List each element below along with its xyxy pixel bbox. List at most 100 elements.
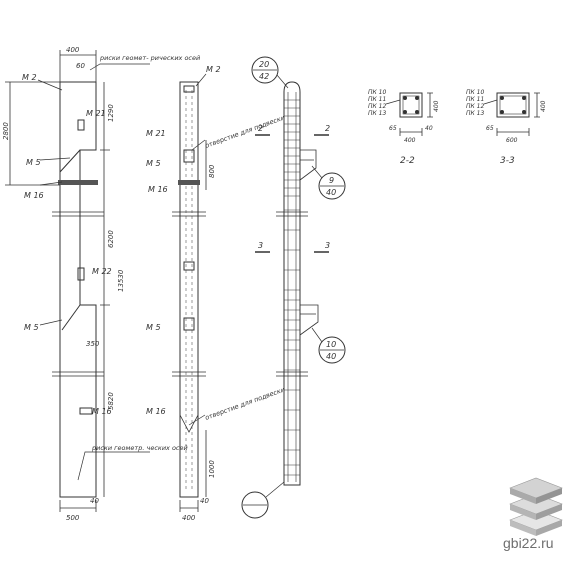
column1-dim-13530-text: 13530: [117, 269, 125, 292]
section-2-2-dim-w-text: 400: [404, 137, 416, 144]
section-2-2-title: 2-2: [400, 156, 415, 166]
cage-inner: [287, 92, 297, 482]
section-2-2: [385, 92, 433, 136]
column1-mark-m16b: M 16: [92, 407, 112, 416]
section-2-2-label-0: ПК 10: [368, 89, 386, 96]
column-side-view: [172, 73, 207, 512]
section-2-2-dim-side: 40: [425, 125, 433, 132]
column2-mark-m2: M 2: [206, 65, 221, 74]
node-top-num: 20: [259, 60, 269, 69]
column2-plate-m5a: [183, 149, 195, 163]
section-3-3-inner: [499, 95, 527, 115]
section-2-2-label-1: ПК 11: [368, 96, 386, 103]
section-3-3-label-1: ПК 11: [466, 96, 484, 103]
column1-plate-m21: [77, 119, 85, 131]
column1-outline: [59, 81, 97, 498]
section-2-left-label: 2: [258, 124, 263, 133]
section-3-3-title: 3-3: [500, 156, 515, 166]
column2-break-1: [172, 211, 206, 217]
column2-hole-lower: [179, 414, 199, 433]
column2-mark-m5a: M 5: [146, 159, 161, 168]
column1-mark-m5a: M 5: [26, 158, 41, 167]
section-2-2-leader: [385, 99, 401, 105]
node-circle-bottom: [241, 491, 269, 519]
section-2-2-label-3: ПК 13: [368, 110, 386, 117]
column2-inner: [185, 90, 193, 490]
node-mid-leader: [311, 165, 323, 179]
node-low-num: 10: [326, 340, 336, 349]
column1-leader-m2: [37, 79, 63, 91]
section-2-2-dim-w: [399, 128, 423, 136]
node-circle-mid: [318, 172, 346, 200]
column2-note-hole-bottom: отверстие для подвески: [204, 386, 286, 422]
column2-plate-top: [183, 85, 195, 93]
column1-plate-m16b: [79, 407, 93, 415]
node-circle-low: [318, 336, 346, 364]
cage-console-upper: [299, 149, 317, 181]
column2-note-hole-top: отверстие для подвески: [204, 114, 286, 150]
column1-plate-m22: [77, 267, 85, 281]
column1-dim-right: [100, 82, 110, 497]
column2-dim-1000-text: 1000: [208, 460, 216, 478]
column1-dim-2800: [5, 81, 60, 186]
reinforcement-cage-labels: 20 42 2 2 9 40 3 3 10 40: [258, 60, 336, 361]
column1-mark-m22: M 22: [92, 267, 112, 276]
column2-dim-base-40-text: 40: [200, 497, 209, 505]
column2-mark-m5b: M 5: [146, 323, 161, 332]
node-top-leader: [276, 74, 289, 89]
section-2-2-inner: [402, 95, 420, 115]
column-side-labels: M 2 M 21 отверстие для подвески M 5 800 …: [146, 65, 286, 522]
column1-mark-m21: M 21: [86, 109, 106, 118]
column1-dim-top-text: 400: [66, 46, 80, 54]
column2-plate-mid: [183, 261, 195, 271]
node-low-leader: [311, 327, 323, 343]
column-front-labels: 400 60 M 2 риски геомет- рических осей 2…: [2, 46, 200, 522]
section-3-3-dim-w: [496, 128, 530, 136]
section-3-right-label: 3: [325, 241, 330, 250]
column-front-view: [5, 50, 150, 512]
column1-leader-note-top: [89, 63, 150, 71]
column1-embedded-m16: [58, 180, 98, 185]
section-3-3-dim-h-text: 400: [540, 100, 547, 112]
column1-dim-1290-text: 1290: [107, 104, 115, 122]
column1-mark-m16a: M 16: [24, 191, 44, 200]
section-3-3-outline: [496, 92, 530, 118]
column1-leader-m5b: [39, 319, 63, 326]
section-3-3: [483, 92, 540, 136]
column1-dim-500-text: 500: [66, 514, 80, 522]
column2-dim-base-400-text: 400: [182, 514, 196, 522]
column1-note-bottom: риски геометр. ческих осей: [91, 444, 188, 452]
column1-console-upper: [59, 149, 81, 173]
column2-dim-800-text: 800: [208, 164, 216, 178]
column1-break-1: [52, 211, 104, 217]
column2-leader-m2: [195, 73, 207, 87]
section-3-3-label-2: ПК 12: [466, 103, 484, 110]
column1-mark-m5b: M 5: [24, 323, 39, 332]
section-2-2-label-2: ПК 12: [368, 103, 386, 110]
section-3-3-dim-h: [534, 92, 540, 118]
section-3-left-label: 3: [258, 241, 263, 250]
node-bottom-leader: [265, 481, 285, 498]
column1-dim-base-40-text: 40: [90, 497, 99, 505]
section-3-3-label-0: ПК 10: [466, 89, 484, 96]
column1-dim-6200-text: 6200: [107, 230, 115, 248]
node-mid-num: 9: [329, 176, 334, 185]
column1-dim-60-text: 60: [76, 62, 85, 70]
column2-plate-m5b: [183, 317, 195, 331]
cage-stirrups: [284, 99, 300, 476]
section-2-2-outline: [399, 92, 423, 118]
column2-outline: [179, 81, 199, 498]
watermark-text[interactable]: gbi22.ru: [503, 535, 554, 551]
column2-mark-m16b: M 16: [146, 407, 166, 416]
section-3-3-leader: [483, 99, 498, 105]
column1-break-2: [52, 371, 104, 377]
node-mid-den: 40: [326, 188, 336, 197]
column2-mark-m16a: M 16: [148, 185, 168, 194]
section-2-2-dim-left: 65: [389, 125, 397, 132]
column1-dim-350-text: 350: [86, 340, 100, 348]
column2-leader-hole-bottom: [188, 414, 206, 426]
section-3-3-labels: ПК 10 ПК 11 ПК 12 ПК 13 65 600 400 3-3: [466, 89, 547, 166]
column1-dim-5820-text: 5820: [107, 392, 115, 410]
node-circle-top: [251, 56, 279, 84]
